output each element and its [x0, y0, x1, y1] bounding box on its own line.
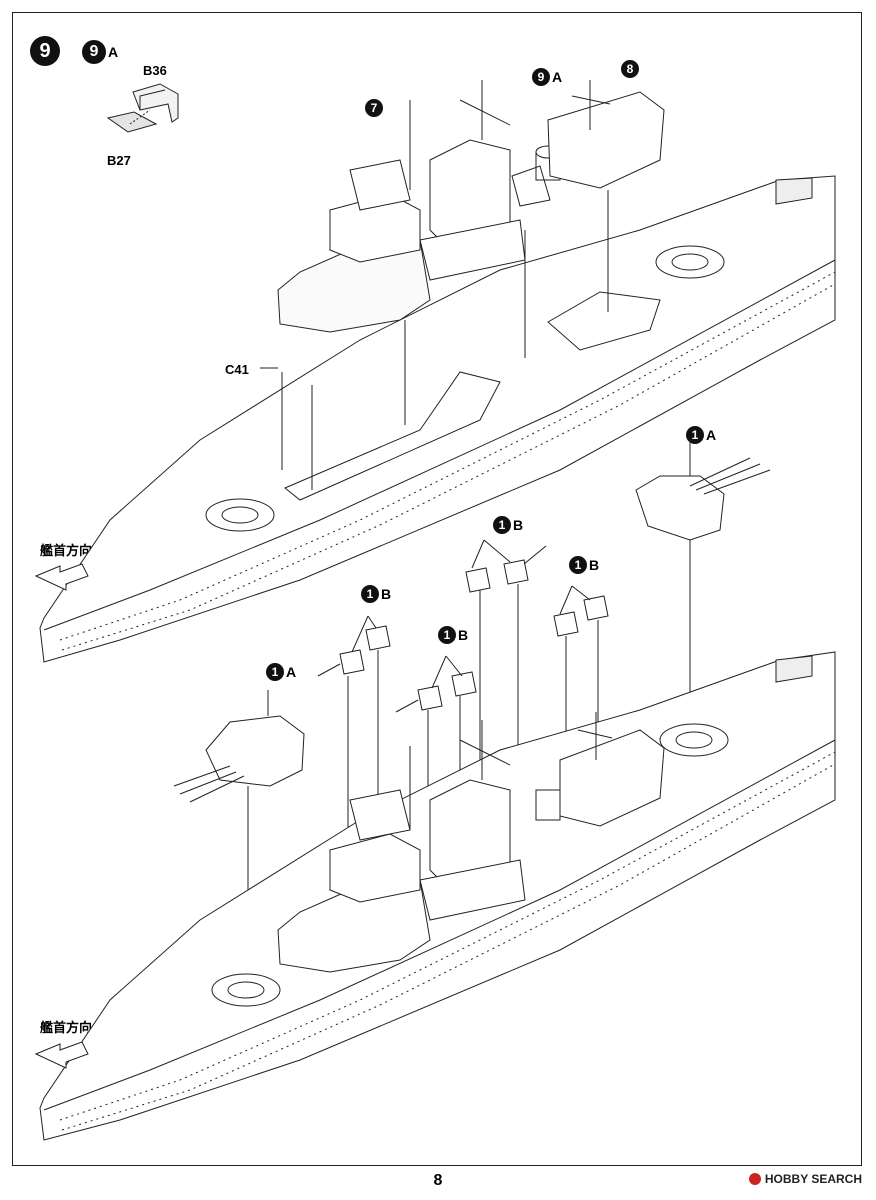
- turret-1a-front-drawing: [173, 690, 305, 803]
- bow-arrow-bottom-icon: [34, 1041, 89, 1069]
- sub-step-label: 9 A: [82, 40, 118, 64]
- turret-1a-rear-drawing: [635, 440, 771, 541]
- watermark: HOBBY SEARCH: [748, 1172, 862, 1186]
- bow-direction-label-top: 艦首方向: [40, 543, 93, 558]
- hull-top-drawing: [39, 175, 836, 663]
- secondary-turrets-drawing: [317, 545, 609, 713]
- step-number-badge: 9: [30, 36, 60, 66]
- hobby-search-logo-icon: [748, 1173, 761, 1185]
- part-label-b36: B36: [143, 63, 167, 78]
- masts-bottom-drawing: [409, 712, 613, 830]
- callout-8: 8: [621, 60, 639, 78]
- page-number: 8: [433, 1172, 443, 1189]
- part-label-c41: C41: [225, 362, 249, 377]
- page-border: [12, 12, 862, 1166]
- part-b27-drawing: [106, 109, 158, 133]
- bow-arrow-top-icon: [34, 563, 89, 591]
- callout-7: 7: [365, 99, 383, 117]
- superstructure-top-drawing: [277, 80, 665, 333]
- part-b36-drawing: [132, 83, 179, 123]
- part-label-b27: B27: [107, 153, 131, 168]
- superstructure-bottom-drawing: [277, 729, 665, 973]
- bow-direction-label-bottom: 艦首方向: [40, 1020, 93, 1035]
- guide-lines-top: [260, 190, 609, 490]
